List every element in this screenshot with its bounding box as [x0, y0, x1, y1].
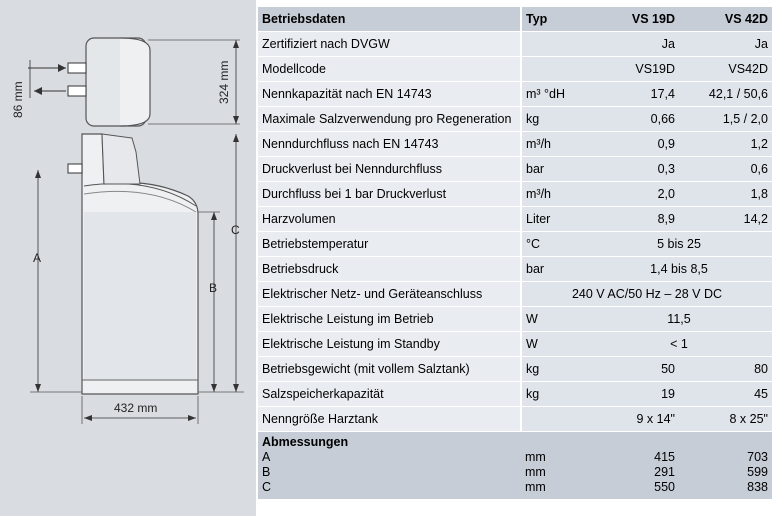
offset-dimension-label: 86 mm	[11, 81, 25, 118]
side-connector	[67, 163, 83, 174]
table-row: Betriebsgewicht (mit vollem Salztank) kg…	[258, 356, 772, 382]
table-header-row: Betriebsdaten Typ VS 19D VS 42D	[258, 7, 772, 32]
table-row: Elektrischer Netz- und Geräteanschluss 2…	[258, 281, 772, 307]
table-row: Nenngröße Harztank 9 x 14" 8 x 25"	[258, 406, 772, 432]
height-top-dimension-label: 324 mm	[217, 61, 231, 104]
table-row: Durchfluss bei 1 bar Druckverlust m³/h 2…	[258, 181, 772, 207]
table-row: Elektrische Leistung im Standby W < 1	[258, 331, 772, 357]
inlet-connector	[67, 62, 87, 74]
header-vs42d: VS 42D	[679, 7, 772, 32]
table-row: Harzvolumen Liter 8,9 14,2	[258, 206, 772, 232]
table-row: Salzspeicherkapazität kg 19 45	[258, 381, 772, 407]
top-view-cap	[119, 37, 151, 127]
specs-table: Betriebsdaten Typ VS 19D VS 42D Zertifiz…	[258, 7, 772, 500]
dimension-b-label: B	[209, 281, 217, 295]
control-head	[101, 133, 141, 185]
table-row: Nenndurchfluss nach EN 14743 m³/h 0,9 1,…	[258, 131, 772, 157]
table-row: Modellcode VS19D VS42D	[258, 56, 772, 82]
table-row: Nennkapazität nach EN 14743 m³ °dH 17,4 …	[258, 81, 772, 107]
header-vs19d: VS 19D	[586, 7, 679, 32]
outlet-connector	[67, 85, 87, 97]
dimension-c-label: C	[231, 223, 240, 237]
width-dimension-label: 432 mm	[114, 401, 157, 415]
dimensions-block: Abmessungen A B C mm mm mm 415 291 550 7…	[258, 431, 772, 500]
table-row: Betriebstemperatur °C 5 bis 25	[258, 231, 772, 257]
table-row: Elektrische Leistung im Betrieb W 11,5	[258, 306, 772, 332]
product-diagram: 86 mm 324 mm A	[11, 37, 244, 424]
table-row: Maximale Salzverwendung pro Regeneration…	[258, 106, 772, 132]
header-betriebsdaten: Betriebsdaten	[258, 7, 522, 32]
outlet-arrow-head-icon	[34, 87, 42, 95]
dimension-a-label: A	[33, 251, 41, 265]
inlet-arrow-head-icon	[58, 64, 66, 72]
table-row: Druckverlust bei Nenndurchfluss bar 0,3 …	[258, 156, 772, 182]
table-row: Zertifiziert nach DVGW Ja Ja	[258, 31, 772, 57]
product-diagram-panel: 86 mm 324 mm A	[0, 0, 256, 516]
header-typ: Typ	[521, 7, 586, 32]
table-row: Betriebsdruck bar 1,4 bis 8,5	[258, 256, 772, 282]
dimensions-title: Abmessungen	[262, 435, 349, 449]
